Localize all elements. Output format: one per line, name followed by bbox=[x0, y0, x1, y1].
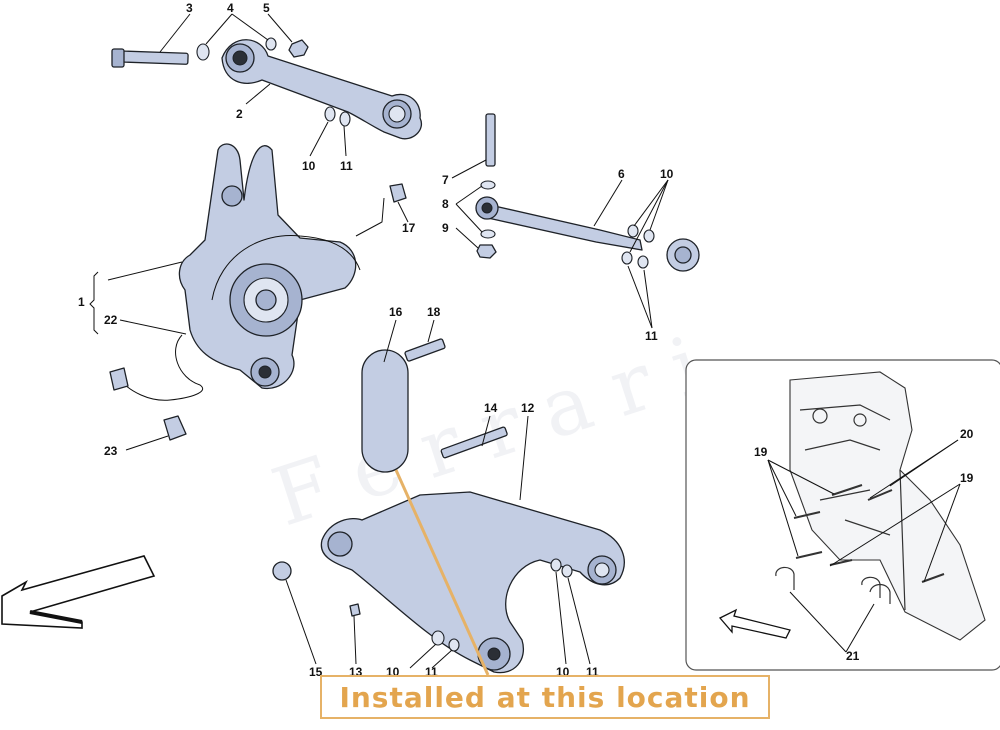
callout-7: 7 bbox=[442, 173, 449, 187]
sensor-cable bbox=[211, 235, 361, 301]
callout-6: 6 bbox=[618, 167, 625, 181]
callout-2: 2 bbox=[236, 107, 243, 121]
abs-sensor-cable bbox=[117, 334, 203, 401]
bush bbox=[389, 183, 407, 203]
washer bbox=[196, 43, 210, 61]
callout-10: 10 bbox=[302, 159, 316, 173]
callout-17: 17 bbox=[402, 221, 416, 235]
callout-19: 19 bbox=[754, 445, 768, 459]
washer bbox=[480, 180, 496, 190]
washer bbox=[324, 106, 336, 122]
direction-arrow-icon bbox=[1, 555, 156, 629]
lower-control-arm bbox=[320, 491, 625, 674]
washer bbox=[550, 558, 562, 572]
callout-11: 11 bbox=[645, 329, 658, 343]
bush bbox=[272, 561, 292, 581]
nut bbox=[288, 39, 309, 58]
callout-8: 8 bbox=[442, 197, 449, 211]
callout-10: 10 bbox=[660, 167, 674, 181]
bush-lead-extra bbox=[355, 197, 385, 237]
callout-23: 23 bbox=[104, 444, 118, 458]
washer bbox=[627, 224, 639, 238]
hub-carrier bbox=[178, 143, 357, 390]
washer bbox=[561, 564, 573, 578]
upper-arm-bolt bbox=[111, 48, 189, 68]
callout-22: 22 bbox=[104, 313, 118, 327]
callout-4: 4 bbox=[227, 1, 234, 15]
highlight-pointer bbox=[394, 469, 490, 676]
callout-14: 14 bbox=[484, 401, 498, 415]
callout-15: 15 bbox=[309, 665, 323, 679]
callout-3: 3 bbox=[186, 1, 193, 15]
callout-20: 20 bbox=[960, 427, 974, 441]
washer bbox=[621, 251, 633, 265]
leader-lines bbox=[89, 13, 961, 669]
callout-21: 21 bbox=[846, 649, 860, 663]
callout-1: 1 bbox=[78, 295, 85, 309]
callout-16: 16 bbox=[389, 305, 403, 319]
inset-detail bbox=[685, 359, 1000, 671]
callout-18: 18 bbox=[427, 305, 441, 319]
sensor-clip bbox=[163, 415, 187, 441]
callout-19: 19 bbox=[960, 471, 974, 485]
washer bbox=[643, 229, 655, 243]
washer bbox=[339, 111, 351, 127]
washer bbox=[480, 229, 496, 239]
callout-9: 9 bbox=[442, 221, 449, 235]
washer bbox=[637, 255, 649, 269]
callout-11: 11 bbox=[340, 159, 353, 173]
lower-arm-bolt bbox=[440, 426, 508, 459]
highlight-outline bbox=[361, 349, 409, 473]
upper-control-arm bbox=[221, 39, 423, 140]
nut bbox=[476, 244, 497, 259]
toe-link bbox=[475, 196, 700, 272]
callout-12: 12 bbox=[521, 401, 535, 415]
stud bbox=[349, 603, 361, 617]
link-bolt bbox=[404, 338, 446, 362]
toe-link-bolt bbox=[485, 113, 496, 167]
washer bbox=[448, 638, 460, 652]
abs-sensor bbox=[109, 367, 129, 391]
location-caption: Installed at this location bbox=[320, 675, 770, 719]
washer bbox=[431, 630, 445, 646]
callout-5: 5 bbox=[263, 1, 270, 15]
washer bbox=[265, 37, 277, 51]
